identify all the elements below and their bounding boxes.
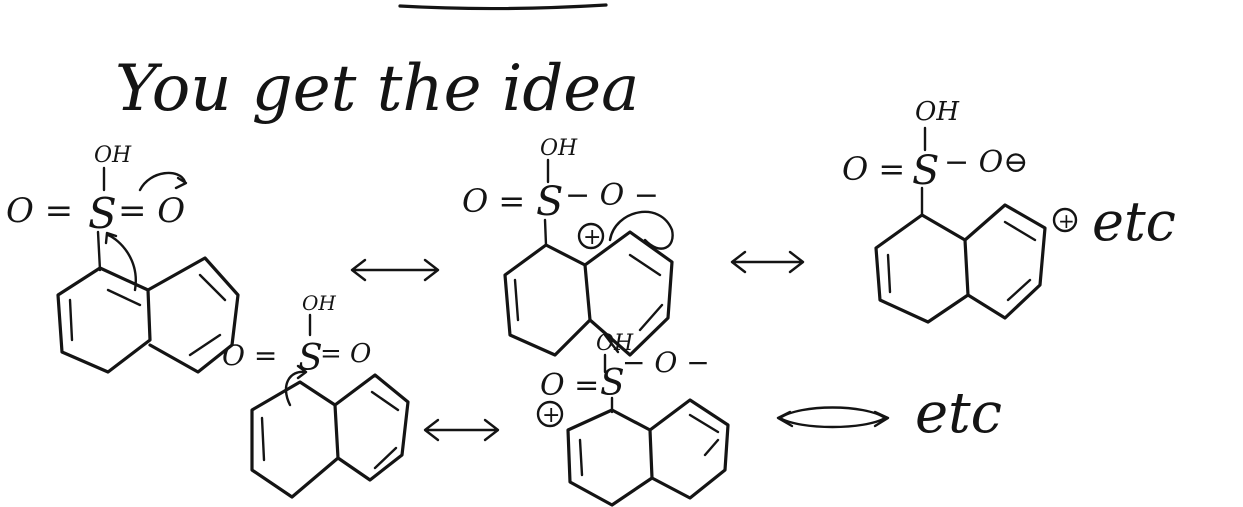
s4-inner-bonds [260,390,400,470]
s4-naphthalene [250,373,410,499]
structure-5-sulfonate-cation: OH O = S − O − + [536,331,730,507]
s1-naphthalene [56,256,240,374]
structure-3-sulfonate-cation: OH O = S − O⊖ + [842,97,1078,324]
s3-plus-sign: + [1058,209,1075,233]
s3-oh-label: OH [915,97,960,127]
s1-c-s-bond [96,230,102,272]
s2-plus-charge-circle [577,222,605,250]
s4-left-o: O = [222,339,277,372]
etc-label-top: etc [1092,190,1176,253]
structure-2-sulfonate-cation: OH O = S − O − + [462,136,674,357]
s5-plus-charge-circle [536,400,564,428]
resonance-arrow-2 [730,250,805,274]
top-underline [398,3,608,11]
s4-right-o: = O [320,339,371,369]
s2-oh-label: OH [540,136,578,161]
s5-left-o: O = [540,368,599,403]
s4-oh-label: OH [302,291,336,315]
heading-text: You get the idea [115,52,639,126]
s5-naphthalene [566,398,730,507]
resonance-arrow-1 [350,258,440,282]
s3-inner-bonds [886,220,1037,302]
resonance-arrow-3 [423,418,500,442]
s1-oh-label: OH [94,143,132,168]
s1-sulfur: S [88,189,117,238]
structure-4-sulfonic-naphthalene: OH O = S = O [222,291,410,499]
s1-inner-bonds [68,273,227,357]
s2-curved-arrow [608,210,674,250]
s1-curved-arrow-ring [104,231,137,292]
s5-plus-sign: + [542,403,560,428]
s5-right-o: − O − [622,346,710,379]
structure-1-sulfonic-naphthalene: OH O = S = O [6,143,240,374]
etc-label-bottom: etc [915,381,1002,446]
s2-c-s-bond [543,218,548,247]
s4-curved-arrow [284,364,308,407]
s2-right-o: − O − [565,178,659,213]
s3-plus-charge-circle [1052,207,1078,233]
s2-sulfur: S [536,179,563,225]
s3-sulfur: S [912,148,939,194]
s1-curved-arrow-top [138,171,188,192]
s1-right-o: = O [118,191,185,231]
connector-line [603,333,620,354]
s5-oh-label: OH [596,331,634,356]
s3-naphthalene [874,203,1047,324]
resonance-arrow-4 [776,406,890,429]
s3-left-o: O = [842,150,905,188]
s2-naphthalene [503,230,674,357]
s2-left-o: O = [462,182,525,220]
s3-right-o: − O⊖ [944,145,1028,180]
s2-inner-bonds [513,253,664,332]
s1-left-o: O = [6,191,73,231]
s2-plus-sign: + [583,225,601,250]
s5-inner-bonds [578,413,720,477]
